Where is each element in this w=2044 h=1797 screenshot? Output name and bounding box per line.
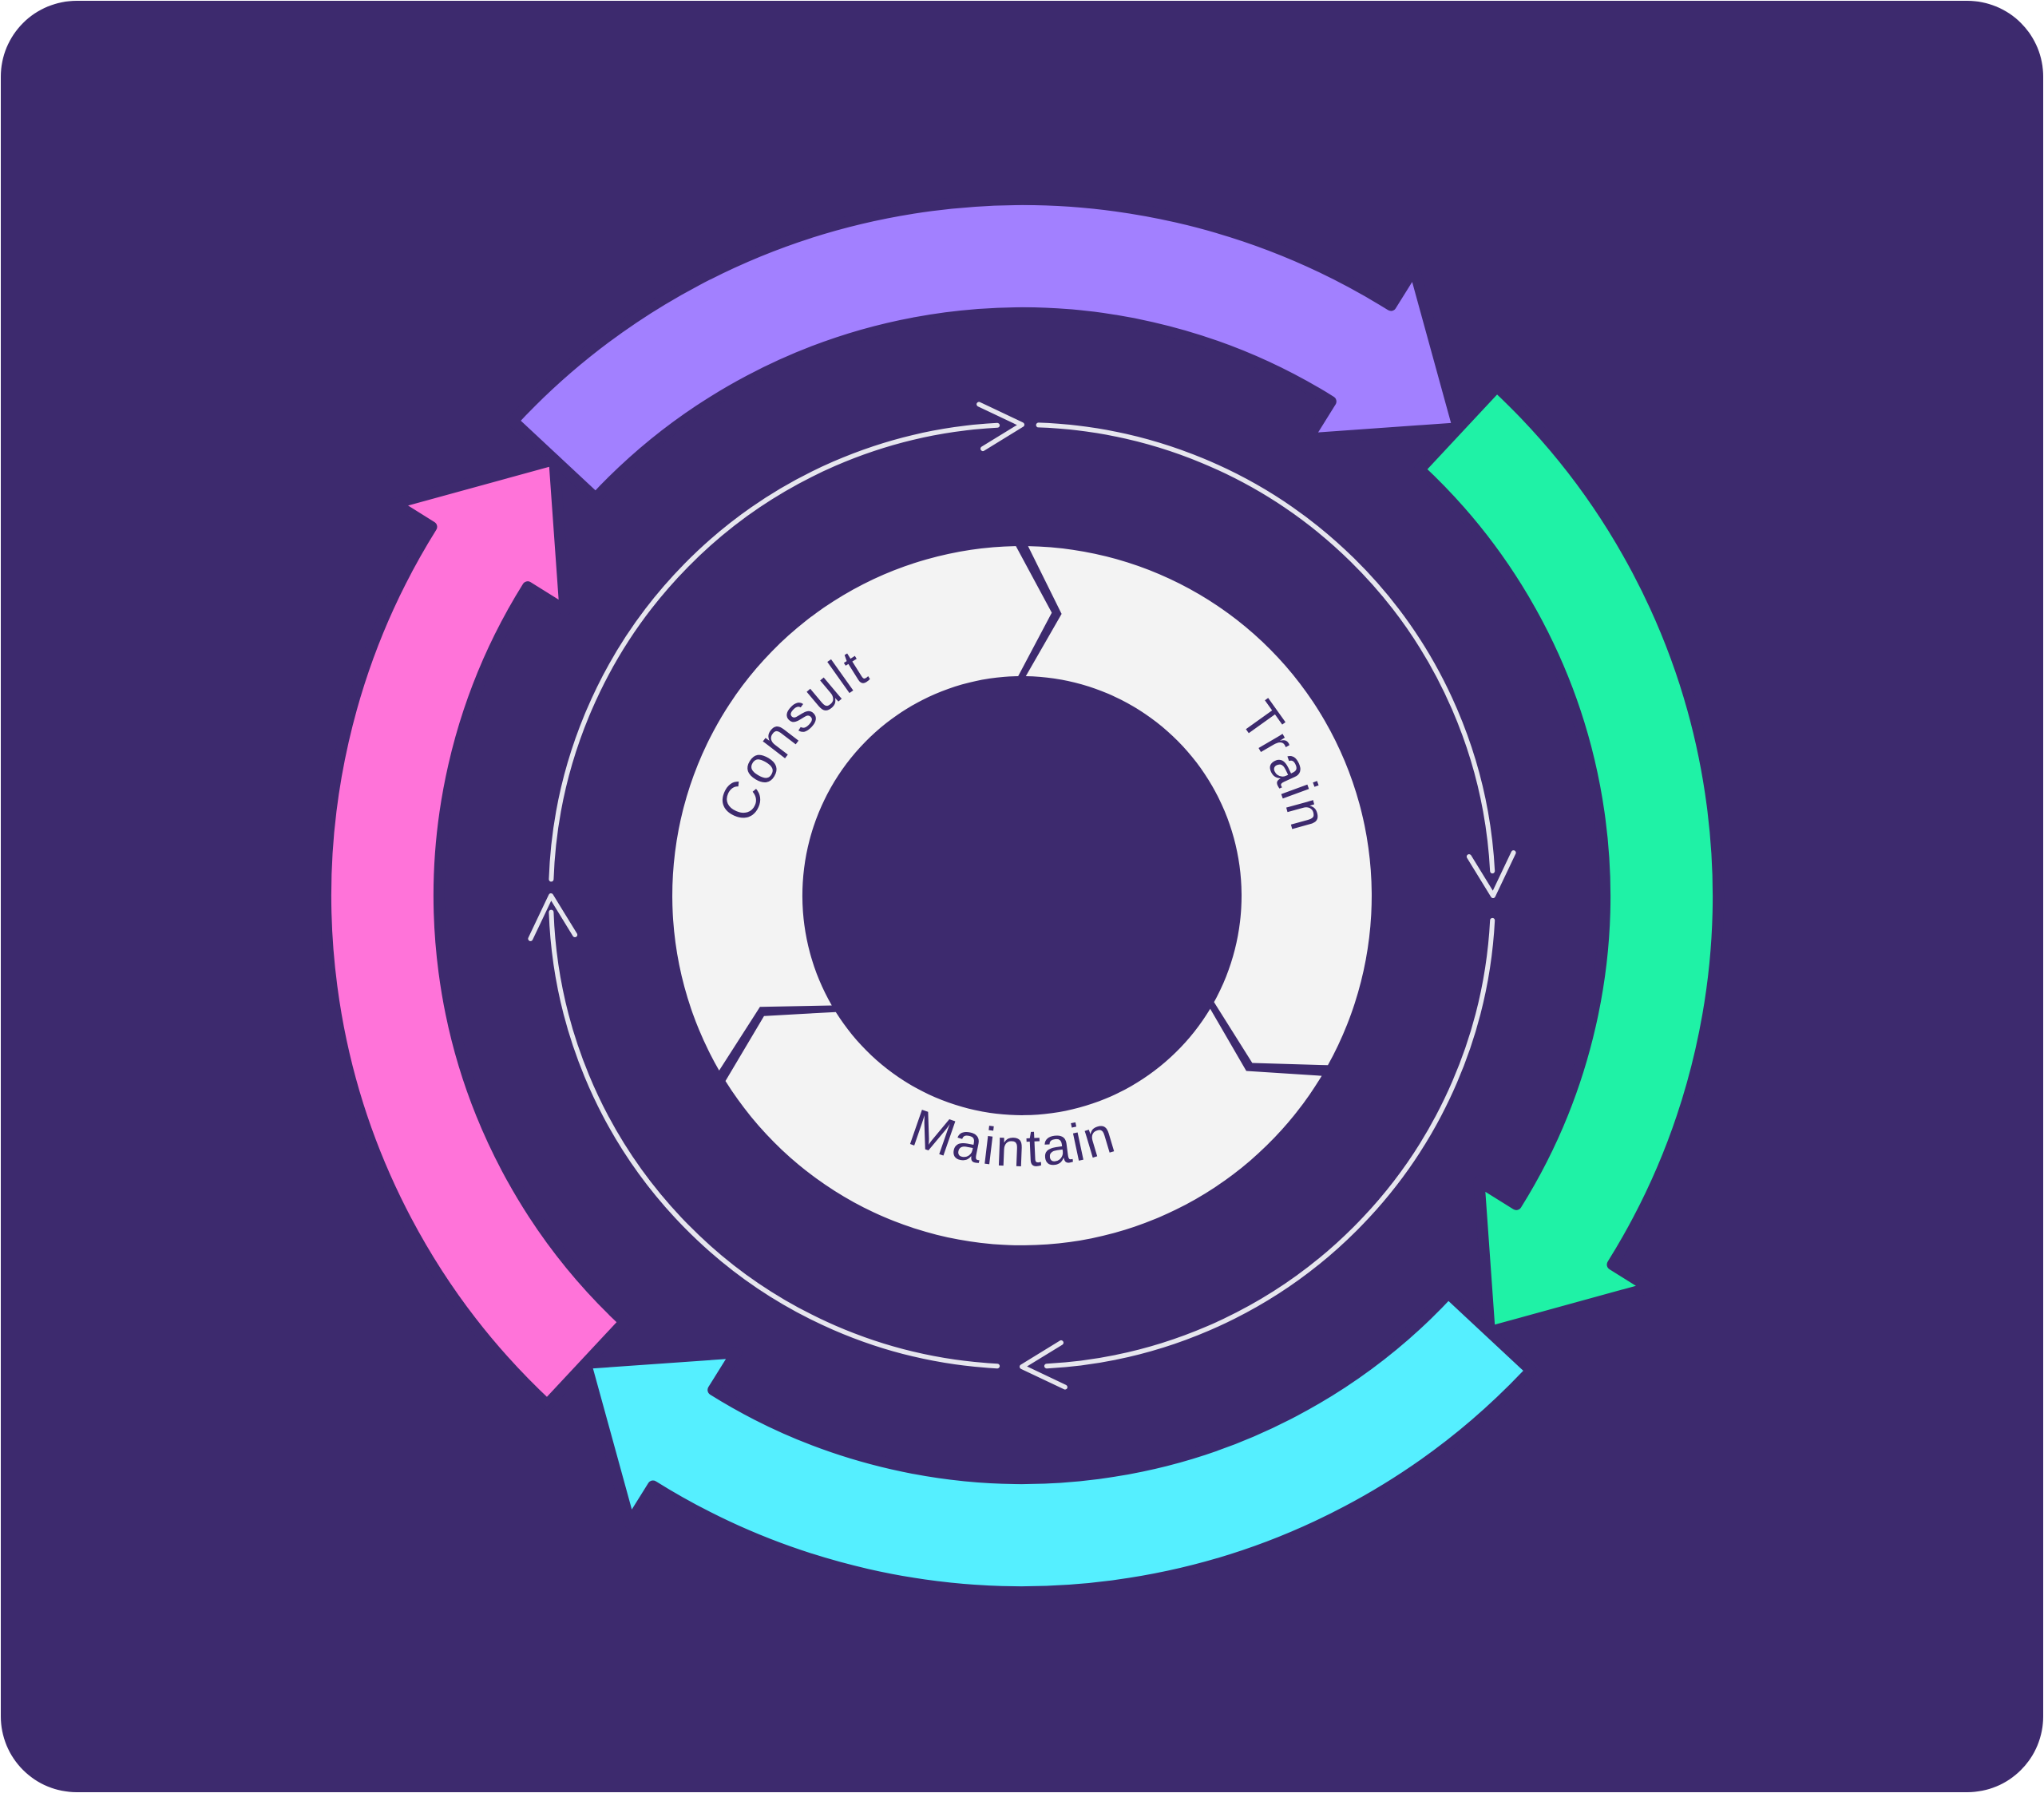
- chevron-arrow-icon: [976, 402, 1024, 452]
- outer-arrows: [320, 194, 1724, 1597]
- middle-arc-bottom-right: [1044, 917, 1495, 1369]
- chevron-arrow-icon: [528, 893, 578, 941]
- chevron-arrow-icon: [1020, 1340, 1068, 1390]
- middle-arc-top-right: [1036, 422, 1495, 874]
- middle-arc-top-left: [549, 422, 1000, 882]
- cycle-segment-maintain: [725, 1008, 1322, 1245]
- inner-cycle-ring: [672, 546, 1372, 1245]
- middle-arc-bottom-left: [549, 909, 1000, 1369]
- cycle-segment-train: [1025, 546, 1372, 1066]
- cycle-segment-consult: [672, 546, 1052, 1071]
- chevron-arrow-icon: [1466, 850, 1516, 898]
- middle-ring-arrows: [528, 402, 1516, 1390]
- outer-arrow-purple: [507, 194, 1464, 505]
- outer-arrow-green: [1413, 381, 1724, 1338]
- outer-arrow-cyan: [580, 1287, 1537, 1597]
- outer-arrow-pink: [320, 453, 631, 1411]
